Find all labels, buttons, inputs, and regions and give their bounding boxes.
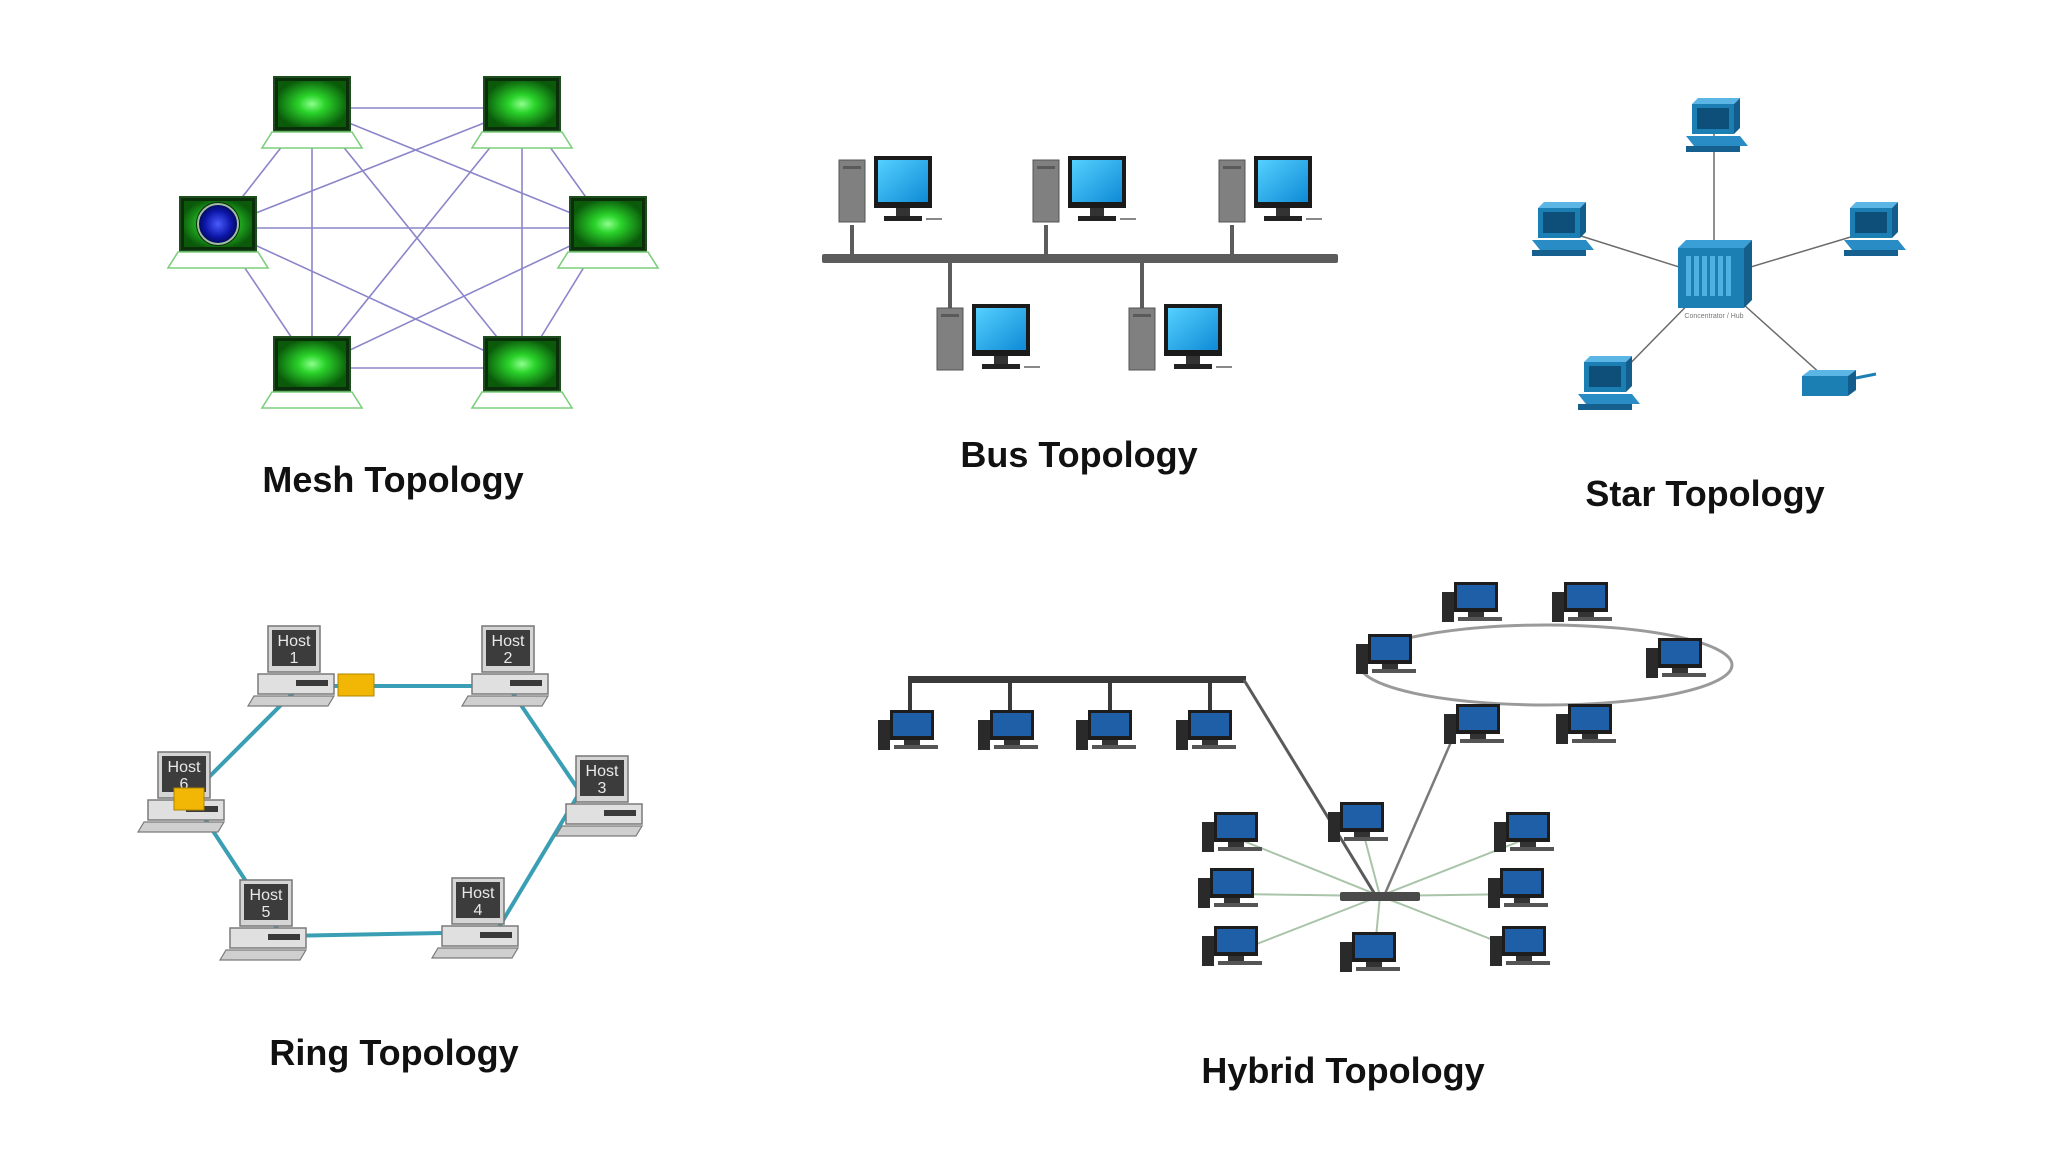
bus-computer-icon	[838, 156, 942, 258]
host-label: Host	[168, 759, 201, 776]
bus-computer-icon	[1032, 156, 1136, 258]
mesh-topology-caption: Mesh Topology	[262, 459, 524, 500]
mesh-link	[311, 107, 523, 369]
hub-label: Concentrator / Hub	[1684, 313, 1743, 320]
bus-topology-caption: Bus Topology	[960, 434, 1198, 475]
laptop-icon	[470, 76, 574, 149]
mesh-link	[217, 227, 523, 369]
hybrid-computer-icon	[1552, 582, 1612, 622]
hub-icon	[1678, 240, 1752, 308]
hybrid-computer-icon	[1488, 868, 1548, 908]
hybrid-computer-icon	[1490, 926, 1550, 966]
mesh-link	[217, 107, 523, 229]
hybrid-computer-icon	[1356, 634, 1416, 674]
hybrid-computer-icon	[1556, 704, 1616, 744]
hybrid-computer-icon	[1442, 582, 1502, 622]
laptop-icon	[470, 336, 574, 409]
host-label: Host	[586, 763, 619, 780]
hybrid-computer-icon	[1198, 868, 1258, 908]
host-label: Host	[492, 633, 525, 650]
hybrid-computer-icon	[1202, 926, 1262, 966]
host-number: 3	[598, 780, 607, 797]
laptop-icon	[260, 336, 364, 409]
laptop-icon-blue	[166, 196, 270, 269]
star-topology: Concentrator / Hub	[1532, 98, 1906, 410]
hybrid-computer-icon	[1340, 932, 1400, 972]
printer-icon	[1802, 370, 1877, 396]
hybrid-computer-icon	[978, 710, 1038, 750]
hybrid-computer-icon	[1076, 710, 1136, 750]
ring-topology-caption: Ring Topology	[269, 1032, 519, 1073]
hybrid-computer-icon	[1444, 704, 1504, 744]
hybrid-trunk-link	[1242, 679, 1378, 897]
bus-computer-icon	[1128, 258, 1232, 371]
hybrid-computer-icon	[1646, 638, 1706, 678]
mesh-link	[311, 107, 609, 229]
star-computer-icon	[1532, 202, 1594, 256]
hybrid-computer-icon	[1328, 802, 1388, 842]
mesh-nodes	[166, 76, 660, 409]
bus-computer-icon	[936, 258, 1040, 371]
star-topology-caption: Star Topology	[1585, 473, 1825, 514]
hybrid-hub-icon	[1340, 892, 1420, 901]
laptop-icon	[556, 196, 660, 269]
host-label: Host	[462, 885, 495, 902]
hybrid-topology-caption: Hybrid Topology	[1201, 1050, 1485, 1091]
host-label: Host	[278, 633, 311, 650]
terminator-icon	[173, 787, 205, 811]
star-computer-icon	[1578, 356, 1640, 410]
bus-computer-icon	[1218, 156, 1322, 258]
bus-topology	[822, 156, 1338, 371]
hybrid-topology	[878, 582, 1734, 972]
hybrid-computer-icon	[1176, 710, 1236, 750]
hybrid-trunk-link	[1382, 725, 1460, 897]
hybrid-bus-cable	[908, 676, 1246, 683]
host-number: 4	[474, 902, 483, 919]
mesh-link	[311, 227, 609, 369]
star-computer-icon	[1686, 98, 1748, 152]
laptop-icon	[260, 76, 364, 149]
hybrid-star-link	[1235, 895, 1381, 953]
hybrid-computer-icon	[1494, 812, 1554, 852]
host-number: 6	[180, 776, 189, 793]
host-number: 5	[262, 904, 271, 921]
hybrid-computer-icon	[878, 710, 938, 750]
host-number: 2	[504, 650, 513, 667]
host-number: 1	[290, 650, 299, 667]
star-computer-icon	[1844, 202, 1906, 256]
host-label: Host	[250, 887, 283, 904]
terminator-icon	[337, 673, 375, 697]
bus-cable	[822, 254, 1338, 263]
hybrid-computer-icon	[1202, 812, 1262, 852]
